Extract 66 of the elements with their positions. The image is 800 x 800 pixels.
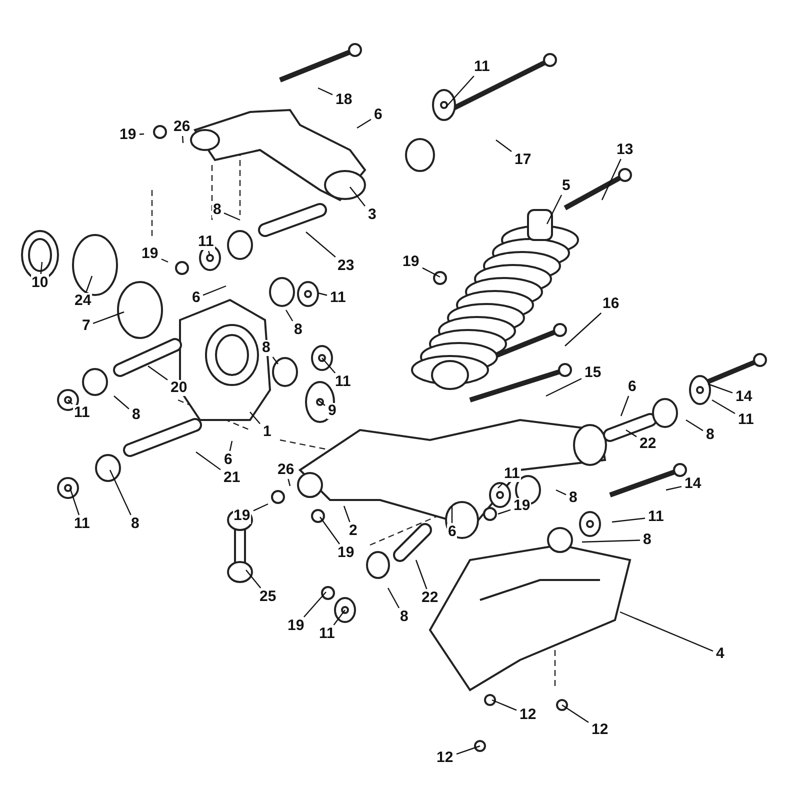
- callout-number: 9: [327, 403, 338, 419]
- leader-line: [285, 310, 294, 322]
- leader-line: [546, 194, 562, 224]
- leader-line: [109, 470, 132, 516]
- leader-line: [208, 250, 211, 256]
- leader-line: [304, 592, 326, 618]
- leader-line: [318, 292, 328, 296]
- leader-line: [148, 366, 168, 380]
- leader-line: [712, 399, 736, 414]
- leader-line: [69, 488, 80, 516]
- leader-line: [318, 87, 333, 96]
- leader-line: [496, 140, 512, 152]
- leader-line: [322, 358, 336, 374]
- leader-line: [556, 489, 566, 496]
- callout-number: 6: [447, 524, 458, 540]
- leader-line: [318, 400, 326, 406]
- leader-line: [708, 383, 733, 394]
- leader-line: [68, 400, 73, 404]
- leader-line: [224, 212, 240, 221]
- leader-line: [356, 118, 372, 129]
- leader-line: [562, 704, 589, 723]
- leader-line: [320, 516, 340, 544]
- leader-line: [250, 412, 260, 424]
- leader-line: [446, 76, 474, 108]
- leader-line: [451, 506, 453, 523]
- callout-number: 20: [170, 380, 188, 396]
- leader-line: [387, 588, 400, 608]
- leader-line: [229, 440, 233, 452]
- leader-line: [498, 509, 511, 515]
- callout-number: 11: [197, 234, 215, 250]
- leader-line: [422, 267, 440, 278]
- leader-line: [253, 503, 268, 512]
- leader-line: [620, 611, 714, 652]
- leader-line: [601, 158, 622, 200]
- leader-line: [202, 285, 226, 296]
- leader-line: [686, 420, 704, 432]
- callout-number: 8: [212, 202, 222, 218]
- leader-line: [415, 560, 428, 590]
- leader-line: [306, 232, 336, 258]
- leader-line: [626, 430, 637, 438]
- leader-line: [546, 378, 582, 397]
- leader-line: [343, 506, 350, 522]
- leader-line: [288, 478, 291, 486]
- leader-line: [246, 570, 262, 588]
- leader-line: [92, 311, 124, 324]
- leader-line: [139, 133, 144, 135]
- leader-line: [456, 745, 480, 755]
- callout-number: 11: [503, 466, 521, 482]
- leader-line: [498, 482, 504, 488]
- leader-line: [666, 486, 682, 491]
- leader-line: [272, 356, 278, 364]
- leader-line: [564, 312, 602, 346]
- leader-line: [612, 518, 646, 523]
- leader-line: [582, 540, 640, 543]
- leader-line: [620, 396, 630, 416]
- leader-line: [114, 396, 130, 410]
- leader-line: [333, 610, 346, 626]
- leader-line: [350, 186, 366, 206]
- leader-line: [196, 452, 221, 470]
- leader-line: [86, 276, 93, 292]
- callout-number: 8: [261, 340, 272, 356]
- leader-line: [492, 699, 517, 711]
- leader-line: [161, 258, 168, 263]
- leader-line: [40, 262, 43, 274]
- leader-line: [182, 136, 184, 144]
- callout-number: 19: [232, 508, 252, 524]
